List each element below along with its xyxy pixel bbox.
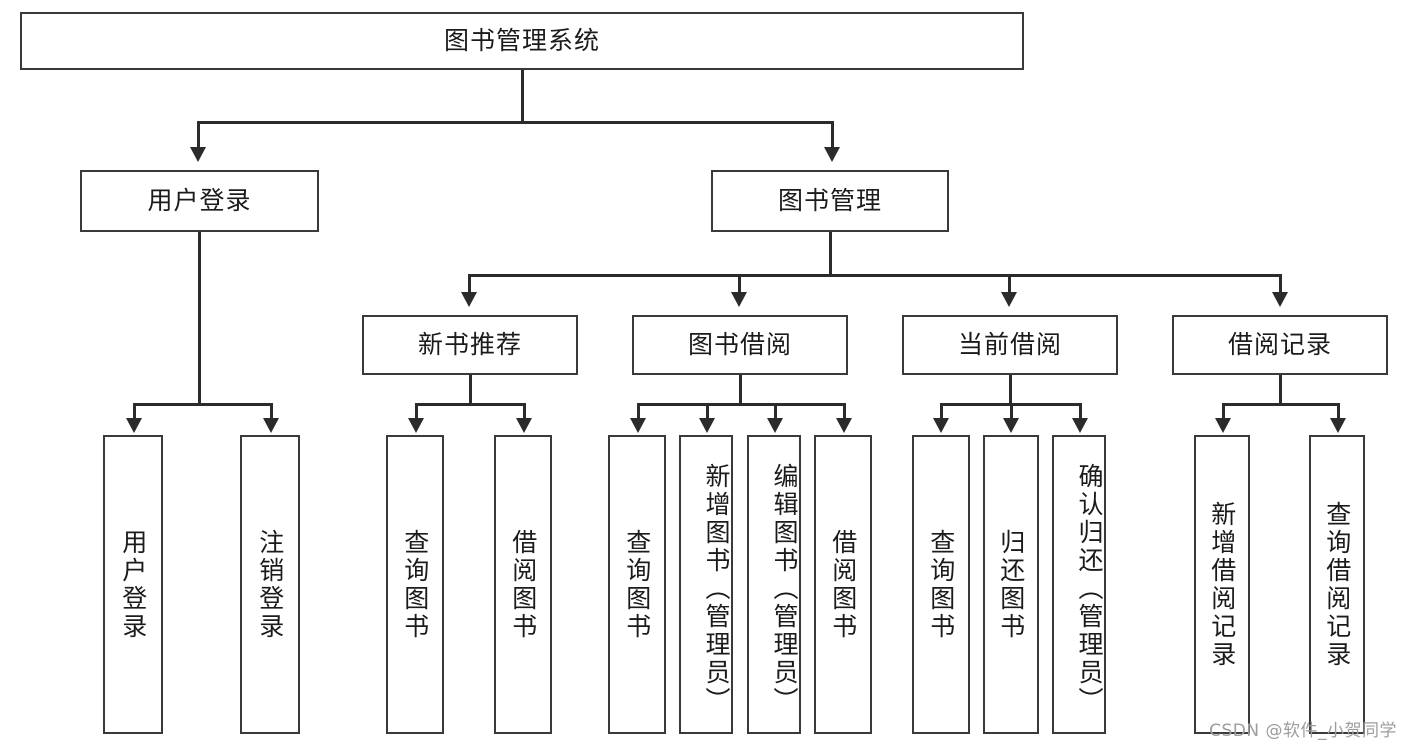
arrow-bm-to-book-borrow xyxy=(731,292,747,307)
leaf-logout[interactable]: 注销登录 xyxy=(240,435,300,734)
arrow-bb-to-leaf-2 xyxy=(699,418,715,433)
connector-cb-stem xyxy=(1009,375,1012,405)
node-label: 确认归还（管理员） xyxy=(1075,462,1104,715)
arrow-bb-to-leaf-4 xyxy=(836,418,852,433)
arrow-nbr-to-leaf-2 xyxy=(516,418,532,433)
connector-bb-to-leaf-2 xyxy=(706,403,709,420)
connector-root-to-book-management xyxy=(831,121,834,149)
leaf-add-book-admin[interactable]: 新增图书（管理员） xyxy=(679,435,733,734)
connector-br-bar xyxy=(1222,403,1339,406)
arrow-cb-to-leaf-2 xyxy=(1003,418,1019,433)
connector-bm-to-current-borrow xyxy=(1008,274,1011,294)
connector-bb-to-leaf-3 xyxy=(774,403,777,420)
arrow-br-to-leaf-2 xyxy=(1330,418,1346,433)
node-label: 借阅图书 xyxy=(508,528,538,641)
connector-user-login-to-leaf-1 xyxy=(133,403,136,420)
node-label: 借阅记录 xyxy=(1227,330,1332,360)
arrow-root-to-book-management xyxy=(824,147,840,162)
arrow-bb-to-leaf-3 xyxy=(767,418,783,433)
node-label: 查询借阅记录 xyxy=(1322,500,1352,669)
watermark-text: CSDN @软件_小贺同学 xyxy=(1209,721,1397,741)
connector-root-to-user-login xyxy=(197,121,200,149)
node-label: 新增借阅记录 xyxy=(1207,500,1237,669)
connector-cb-to-leaf-3 xyxy=(1079,403,1082,420)
connector-br-to-leaf-2 xyxy=(1337,403,1340,420)
connector-br-stem xyxy=(1279,375,1282,405)
leaf-borrow-book-nbr[interactable]: 借阅图书 xyxy=(494,435,552,734)
connector-br-to-leaf-1 xyxy=(1222,403,1225,420)
arrow-root-to-user-login xyxy=(190,147,206,162)
connector-cb-to-leaf-2 xyxy=(1010,403,1013,420)
leaf-return-book[interactable]: 归还图书 xyxy=(983,435,1039,734)
connector-bm-to-borrow-record xyxy=(1279,274,1282,294)
connector-book-management-bar xyxy=(468,274,1279,277)
leaf-borrow-book-bb[interactable]: 借阅图书 xyxy=(814,435,872,734)
connector-root-bar xyxy=(197,121,834,124)
arrow-bm-to-current-borrow xyxy=(1001,292,1017,307)
leaf-query-book-bb[interactable]: 查询图书 xyxy=(608,435,666,734)
node-label: 查询图书 xyxy=(622,528,652,641)
node-label: 新书推荐 xyxy=(417,330,522,360)
node-book-management[interactable]: 图书管理 xyxy=(711,170,949,232)
node-user-login[interactable]: 用户登录 xyxy=(80,170,319,232)
node-label: 图书管理 xyxy=(777,186,882,216)
node-label: 查询图书 xyxy=(926,528,956,641)
leaf-user-login[interactable]: 用户登录 xyxy=(103,435,163,734)
connector-cb-to-leaf-1 xyxy=(940,403,943,420)
node-label: 图书管理系统 xyxy=(443,26,600,56)
connector-user-login-bar xyxy=(133,403,272,406)
node-label: 查询图书 xyxy=(400,528,430,641)
node-root-library-management-system[interactable]: 图书管理系统 xyxy=(20,12,1024,70)
leaf-query-borrow-record[interactable]: 查询借阅记录 xyxy=(1309,435,1365,734)
arrow-cb-to-leaf-1 xyxy=(933,418,949,433)
connector-bb-to-leaf-4 xyxy=(843,403,846,420)
connector-bb-to-leaf-1 xyxy=(637,403,640,420)
connector-bm-to-book-borrow xyxy=(738,274,741,294)
connector-bb-bar xyxy=(637,403,845,406)
node-label: 新增图书（管理员） xyxy=(702,462,731,715)
arrow-bb-to-leaf-1 xyxy=(630,418,646,433)
arrow-br-to-leaf-1 xyxy=(1215,418,1231,433)
connector-book-management-stem xyxy=(829,232,832,276)
node-label: 用户登录 xyxy=(147,186,252,216)
connector-root-stem xyxy=(521,70,524,122)
connector-nbr-stem xyxy=(469,375,472,405)
node-label: 图书借阅 xyxy=(687,330,792,360)
node-label: 注销登录 xyxy=(255,528,285,641)
leaf-confirm-return-admin[interactable]: 确认归还（管理员） xyxy=(1052,435,1106,734)
node-label: 当前借阅 xyxy=(957,330,1062,360)
leaf-query-book-cb[interactable]: 查询图书 xyxy=(912,435,970,734)
node-borrowing-record[interactable]: 借阅记录 xyxy=(1172,315,1388,375)
node-book-borrowing[interactable]: 图书借阅 xyxy=(632,315,848,375)
connector-nbr-bar xyxy=(415,403,525,406)
leaf-query-book-nbr[interactable]: 查询图书 xyxy=(386,435,444,734)
node-new-book-recommendation[interactable]: 新书推荐 xyxy=(362,315,578,375)
connector-bm-to-new-book xyxy=(468,274,471,294)
connector-bb-stem xyxy=(739,375,742,405)
connector-user-login-to-leaf-2 xyxy=(270,403,273,420)
arrow-nbr-to-leaf-1 xyxy=(408,418,424,433)
arrow-user-login-to-leaf-1 xyxy=(126,418,142,433)
arrow-cb-to-leaf-3 xyxy=(1072,418,1088,433)
node-label: 用户登录 xyxy=(118,528,148,641)
node-label: 归还图书 xyxy=(996,528,1026,641)
leaf-edit-book-admin[interactable]: 编辑图书（管理员） xyxy=(747,435,801,734)
connector-nbr-to-leaf-2 xyxy=(523,403,526,420)
leaf-add-borrow-record[interactable]: 新增借阅记录 xyxy=(1194,435,1250,734)
arrow-bm-to-borrow-record xyxy=(1272,292,1288,307)
node-current-borrowing[interactable]: 当前借阅 xyxy=(902,315,1118,375)
arrow-user-login-to-leaf-2 xyxy=(263,418,279,433)
node-label: 借阅图书 xyxy=(828,528,858,641)
connector-user-login-stem xyxy=(198,232,201,405)
connector-nbr-to-leaf-1 xyxy=(415,403,418,420)
node-label: 编辑图书（管理员） xyxy=(770,462,799,715)
arrow-bm-to-new-book xyxy=(461,292,477,307)
